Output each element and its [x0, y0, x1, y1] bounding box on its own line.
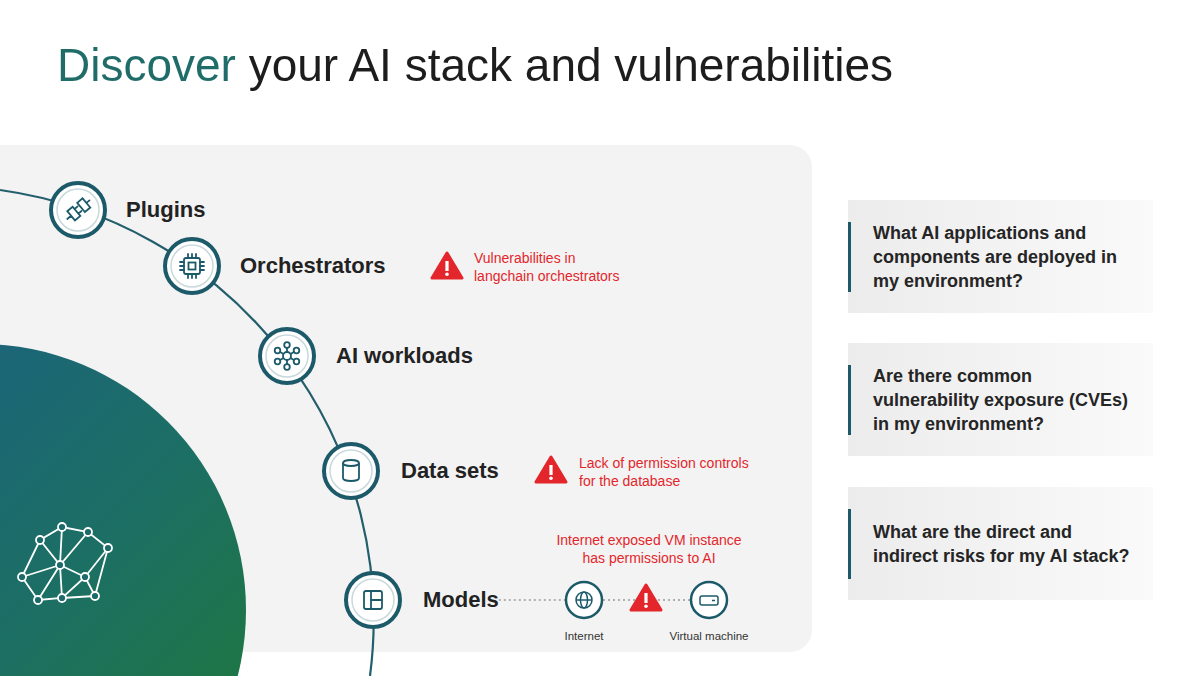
warning-icon [631, 585, 661, 610]
inner-rings [57, 189, 394, 621]
warning-icon [536, 457, 566, 482]
endpoint-circles [566, 582, 727, 618]
plug-icon [63, 196, 93, 224]
stack-circles [51, 183, 400, 627]
hub-icon [284, 342, 290, 348]
hub-icon [275, 359, 281, 365]
chip-icon [180, 254, 204, 278]
question-text: Are there common vulnerability exposure … [873, 364, 1131, 436]
warning-note: Vulnerabilities in langchain orchestrato… [474, 249, 639, 285]
dotted-connector [499, 599, 565, 600]
inner-rings [330, 450, 372, 492]
diagram-title: Discover your AI stack and vulnerabiliti… [57, 37, 893, 93]
stack-circles [260, 329, 314, 383]
network-icon [18, 523, 112, 604]
network-icon [58, 523, 66, 531]
layer-label: Orchestrators [240, 253, 386, 279]
model-icon [364, 591, 382, 609]
warning-icon [644, 605, 648, 609]
warning-icon [644, 593, 647, 603]
database-icon [343, 460, 359, 466]
question-box: What are the direct and indirect risks f… [848, 487, 1153, 600]
inner-rings [171, 245, 213, 287]
accent-bar [848, 222, 851, 292]
warning-icon [445, 261, 448, 271]
question-text: What AI applications and components are … [873, 221, 1131, 293]
warning-icon [549, 465, 552, 475]
warning-icon [445, 273, 449, 277]
layer-label: Models [423, 587, 499, 613]
stack-circles [165, 239, 219, 293]
network-icon [18, 573, 26, 581]
layer-label: Plugins [126, 197, 205, 223]
model-icon [371, 591, 382, 609]
warning-note: Internet exposed VM instance has permiss… [544, 531, 754, 567]
layer-label: AI workloads [336, 343, 473, 369]
network-icon [81, 573, 89, 581]
warning-icon [536, 457, 566, 482]
question-text-block: What are the direct and indirect risks f… [873, 520, 1131, 568]
inner-rings [352, 579, 394, 621]
globe-icon [576, 592, 592, 608]
endpoint-node: Virtual machine [690, 581, 728, 619]
stack-circles [51, 183, 105, 237]
network-icon [91, 592, 99, 600]
warning-icon [631, 585, 661, 610]
question-text: What are the direct and indirect risks f… [873, 520, 1131, 568]
stack-layer-node: Orchestrators [162, 236, 386, 296]
stack-circles [324, 444, 378, 498]
endpoint-label: Internet [565, 629, 604, 643]
question-text-block: Are there common vulnerability exposure … [873, 364, 1131, 436]
network-icon [34, 596, 42, 604]
server-icon [700, 596, 718, 605]
stack-layer-node: AI workloads [257, 326, 473, 386]
network-icon [84, 528, 92, 536]
globe-icon [576, 599, 592, 601]
endpoint-circles [691, 582, 727, 618]
database-icon [343, 463, 359, 481]
network-icon [22, 527, 108, 600]
stack-layer-node: Plugins [48, 180, 205, 240]
plug-icon [63, 196, 93, 224]
hub-icon [275, 342, 300, 370]
warning-icon [432, 253, 462, 278]
network-icon [58, 594, 66, 602]
chip-icon [184, 258, 200, 274]
server-icon [712, 600, 715, 602]
database-icon [343, 460, 359, 481]
question-box: Are there common vulnerability exposure … [848, 343, 1153, 456]
globe-icon [576, 592, 592, 608]
stack-circles [346, 573, 400, 627]
stack-layer-node: Data sets [321, 441, 499, 501]
hub-icon [294, 359, 300, 365]
layer-label: Data sets [401, 458, 499, 484]
hub-icon [294, 348, 300, 354]
server-icon [700, 596, 718, 605]
warning-icon [549, 477, 553, 481]
network-icon [56, 561, 64, 569]
network-icon [36, 536, 44, 544]
chip-icon [180, 254, 204, 278]
inner-rings [266, 335, 308, 377]
inner-rings [57, 189, 99, 231]
question-text-block: What AI applications and components are … [873, 221, 1131, 293]
endpoint-node: Internet [565, 581, 603, 619]
accent-bar [848, 365, 851, 435]
stack-layer-node: Models [343, 570, 499, 630]
warning-note: Lack of permission controls for the data… [579, 454, 749, 490]
endpoint-circles [566, 582, 602, 618]
accent-bar [848, 509, 851, 579]
warning-icon [432, 253, 462, 278]
question-box: What AI applications and components are … [848, 200, 1153, 313]
hub-icon [284, 364, 290, 370]
gradient-orb [0, 344, 246, 676]
endpoint-label: Virtual machine [669, 629, 748, 643]
chip-icon [189, 263, 196, 270]
hub-icon [275, 348, 281, 354]
model-icon [364, 591, 382, 609]
hub-icon [283, 352, 291, 360]
network-icon [104, 544, 112, 552]
